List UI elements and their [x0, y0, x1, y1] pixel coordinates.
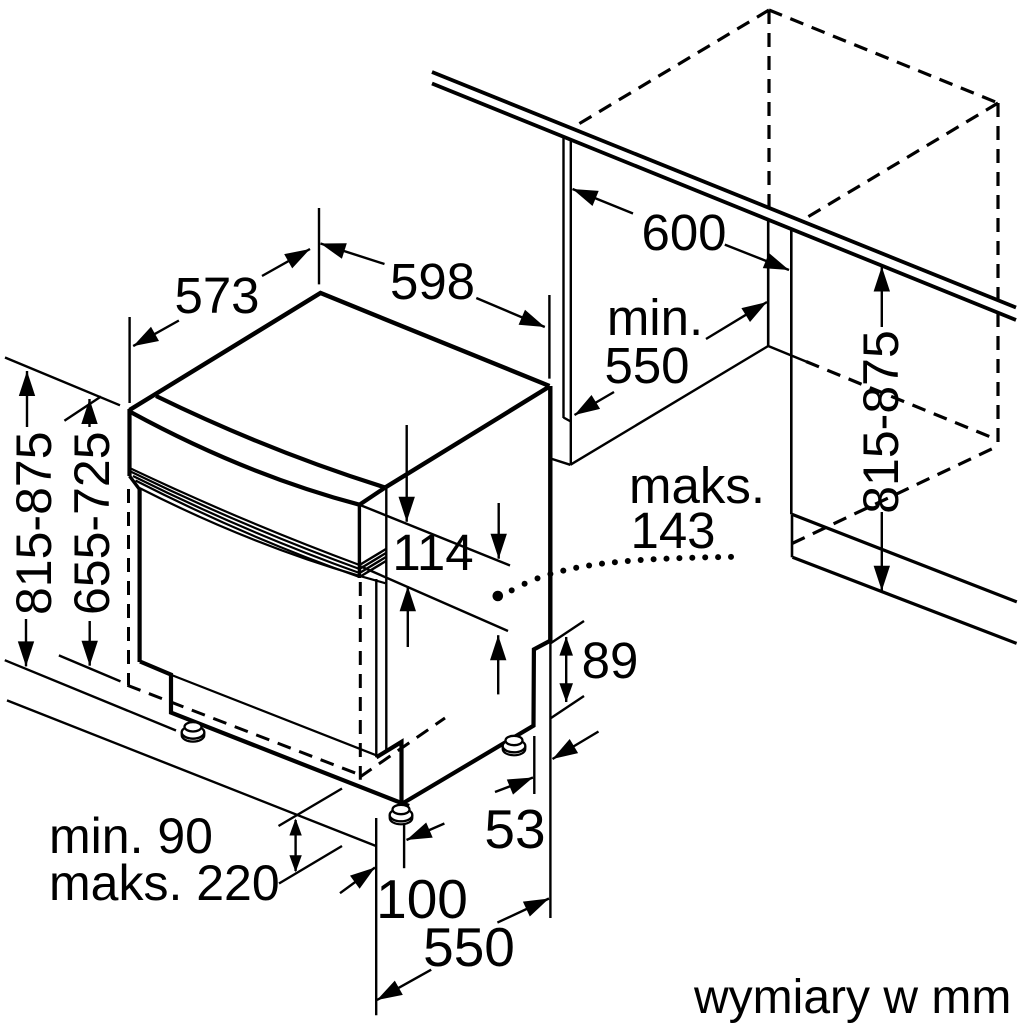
svg-text:550: 550 [423, 916, 515, 978]
svg-text:550: 550 [604, 337, 689, 394]
svg-text:89: 89 [582, 632, 639, 689]
svg-text:maks.: maks. [629, 457, 765, 514]
svg-text:maks. 220: maks. 220 [49, 855, 280, 911]
svg-text:655-725: 655-725 [64, 432, 120, 616]
svg-text:114: 114 [392, 524, 473, 581]
svg-text:815-875: 815-875 [6, 432, 62, 616]
svg-text:min. 90: min. 90 [49, 808, 213, 864]
svg-text:573: 573 [174, 267, 259, 324]
svg-text:min.: min. [607, 289, 703, 346]
svg-text:53: 53 [484, 798, 545, 860]
svg-text:815-875: 815-875 [853, 330, 909, 514]
svg-text:600: 600 [641, 204, 726, 261]
svg-text:wymiary w mm: wymiary w mm [693, 971, 1011, 1024]
svg-text:100: 100 [376, 868, 468, 930]
svg-text:143: 143 [630, 502, 715, 559]
svg-text:598: 598 [390, 253, 475, 310]
